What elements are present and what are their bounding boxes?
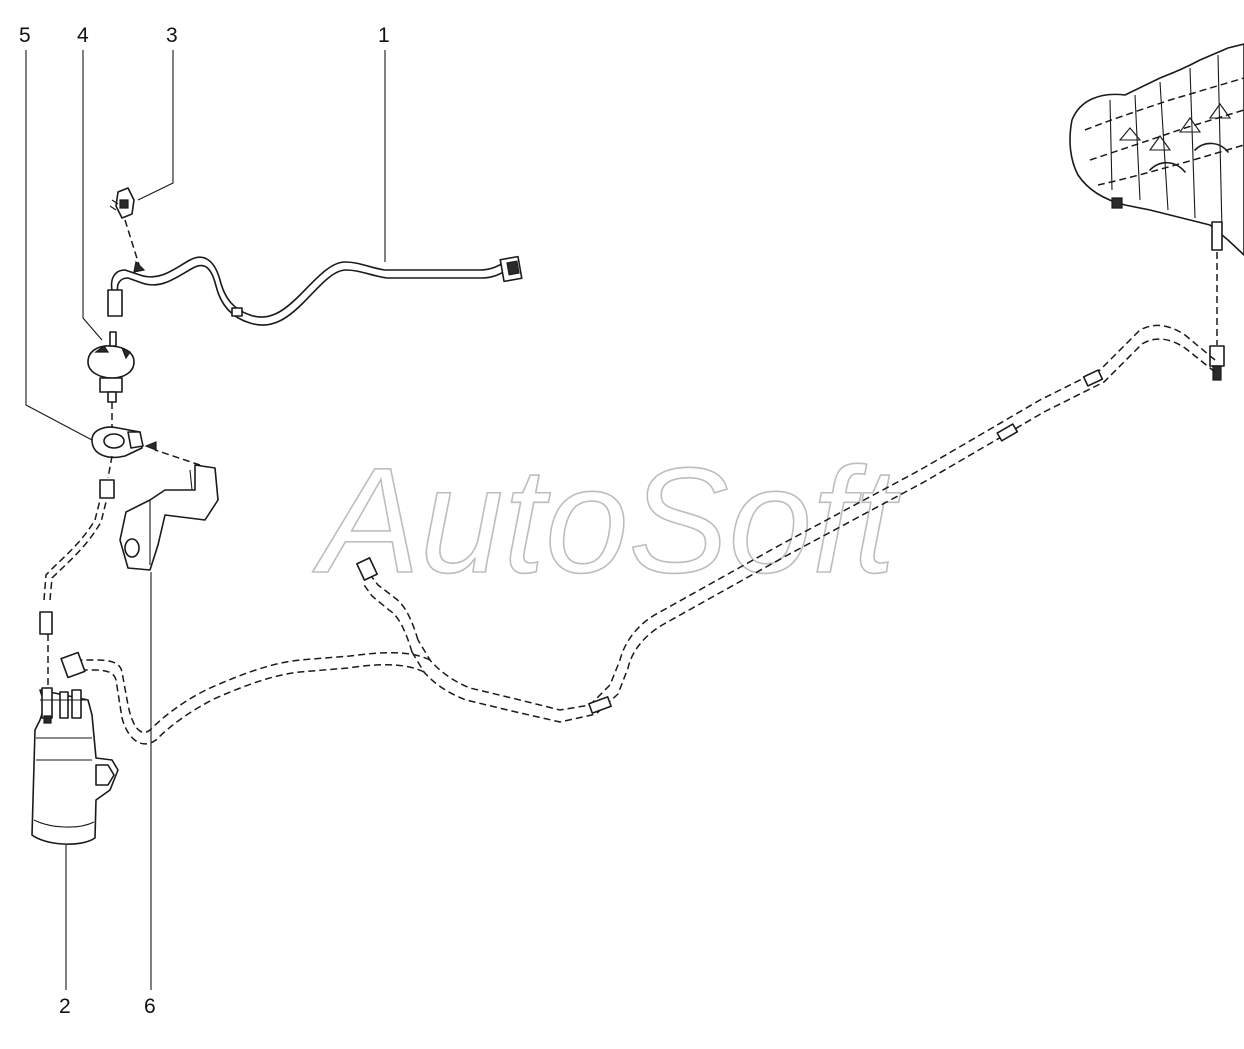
fuel-tank (1069, 43, 1244, 381)
callout-3: 3 (166, 24, 178, 47)
callout-5: 5 (19, 24, 31, 47)
canister-bracket (119, 441, 219, 571)
callout-6: 6 (144, 995, 156, 1018)
watermark-text: AutoSoft (312, 436, 901, 604)
wiring-harness (107, 219, 523, 326)
vapor-line-long (60, 324, 1216, 745)
charcoal-canister (31, 687, 119, 845)
purge-hose (39, 479, 115, 688)
connector-clip (109, 187, 135, 219)
leader-lines (25, 50, 386, 990)
mounting-ring (91, 426, 144, 459)
callout-2: 2 (59, 995, 71, 1018)
callout-1: 1 (378, 24, 390, 47)
purge-valve (87, 331, 135, 479)
callout-4: 4 (77, 24, 89, 47)
